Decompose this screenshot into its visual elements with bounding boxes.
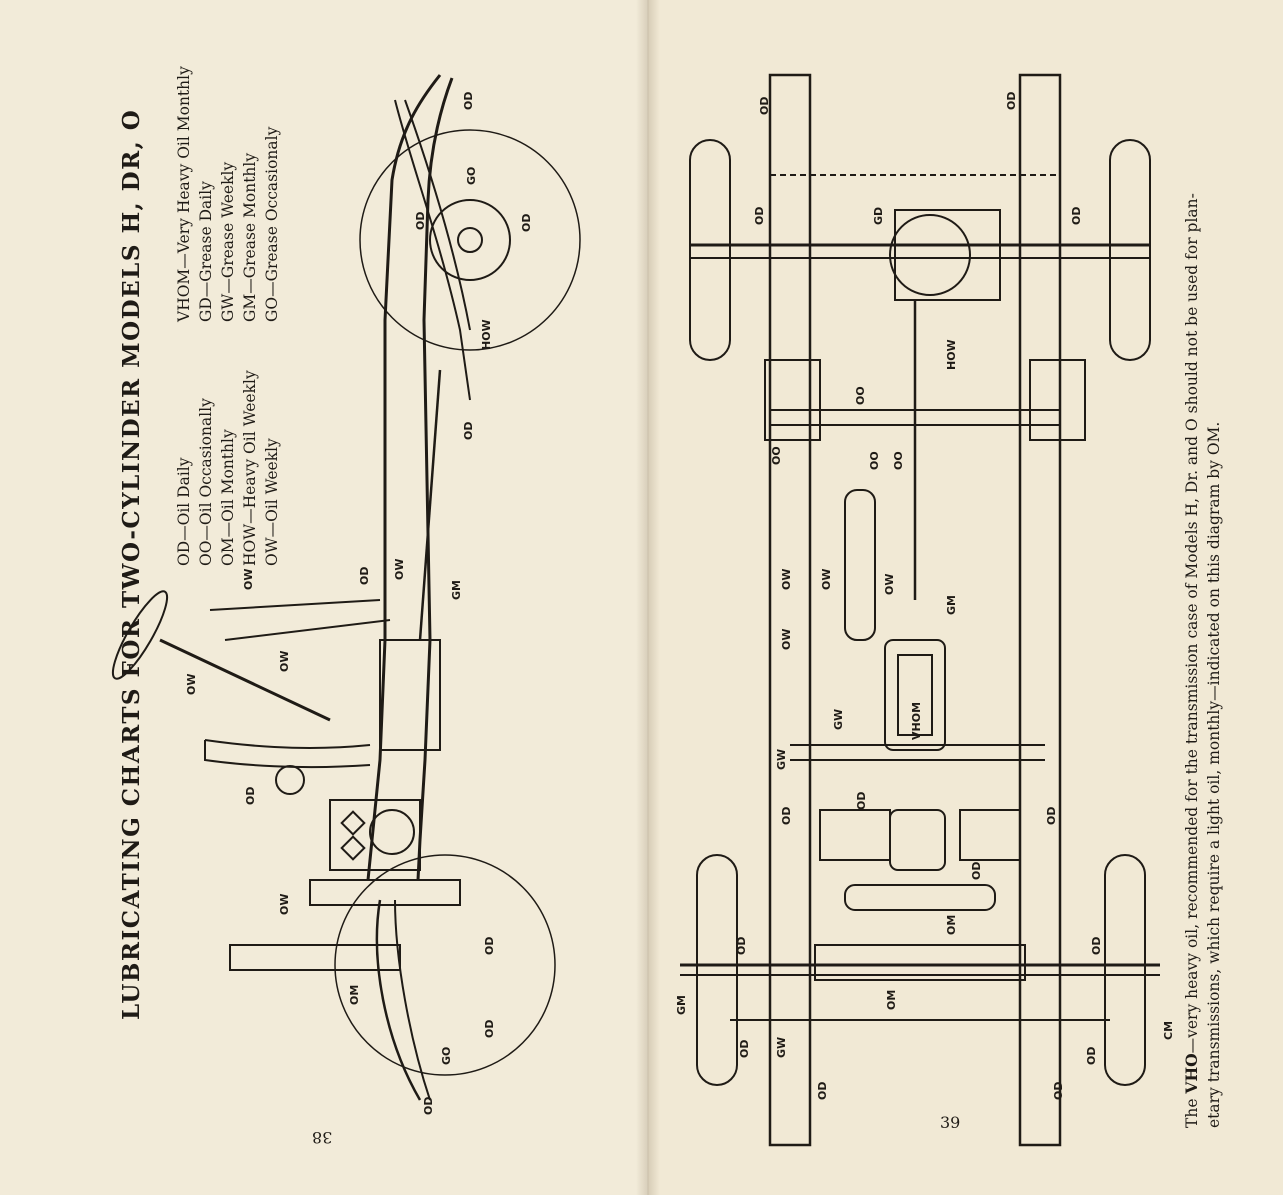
label-od: OD	[462, 422, 475, 440]
label-od: OD	[855, 792, 868, 810]
right-page	[648, 0, 1283, 1195]
label-od: OD	[483, 937, 496, 955]
side-view-chassis	[111, 74, 581, 1101]
label-ow: OW	[185, 674, 198, 695]
label-od: OD	[422, 1097, 435, 1115]
label-ow: OW	[278, 894, 291, 915]
left-diagram-labels: OD GO OD OD HOW OD OW OD GM OW OW OW OD …	[185, 92, 533, 1115]
label-ow: OW	[883, 574, 896, 595]
label-gm: GM	[945, 595, 958, 615]
label-gm: GM	[450, 580, 463, 600]
label-om: OM	[348, 985, 361, 1005]
label-gw: GW	[775, 749, 788, 770]
label-oo: OO	[892, 451, 905, 470]
label-gd: GD	[872, 207, 885, 225]
label-oo: OO	[854, 386, 867, 405]
label-oo: OO	[868, 451, 881, 470]
label-ow: OW	[393, 559, 406, 580]
label-od: OD	[1070, 207, 1083, 225]
label-go: GO	[440, 1047, 453, 1065]
label-od: OD	[970, 862, 983, 880]
label-od: OD	[520, 214, 533, 232]
label-how: HOW	[945, 339, 958, 370]
label-ow: OW	[242, 569, 255, 590]
label-gm: GM	[675, 995, 688, 1015]
label-ow: OW	[278, 651, 291, 672]
label-od: OD	[414, 212, 427, 230]
label-od: OD	[358, 567, 371, 585]
label-oo: OO	[770, 446, 783, 465]
label-go: GO	[465, 167, 478, 185]
label-how: HOW	[480, 319, 493, 350]
label-ow: OW	[780, 629, 793, 650]
label-gw: GW	[832, 709, 845, 730]
label-od: OD	[1090, 937, 1103, 955]
label-od: OD	[483, 1020, 496, 1038]
label-ow: OW	[780, 569, 793, 590]
label-cm: CM	[1162, 1021, 1175, 1040]
right-diagram-labels: OD OD OD GD OD HOW OO OO OO OO OW OW OW …	[675, 92, 1175, 1100]
book-gutter	[636, 0, 660, 1195]
plan-view-chassis	[680, 73, 1160, 1147]
label-od: OD	[780, 807, 793, 825]
label-od: OD	[816, 1082, 829, 1100]
page-number-right: 39	[940, 1113, 961, 1132]
label-od: OD	[1085, 1047, 1098, 1065]
label-od: OD	[758, 97, 771, 115]
label-od: OD	[462, 92, 475, 110]
label-od: OD	[735, 937, 748, 955]
label-od: OD	[753, 207, 766, 225]
label-vhom: VHOM	[910, 702, 923, 740]
label-gw: GW	[775, 1037, 788, 1058]
left-page	[0, 0, 648, 1195]
label-od: OD	[1005, 92, 1018, 110]
label-om: OM	[945, 915, 958, 935]
label-od: OD	[1045, 807, 1058, 825]
label-od: OD	[738, 1040, 751, 1058]
label-ow: OW	[820, 569, 833, 590]
label-od: OD	[1052, 1082, 1065, 1100]
label-od: OD	[244, 787, 257, 805]
label-om: OM	[885, 990, 898, 1010]
